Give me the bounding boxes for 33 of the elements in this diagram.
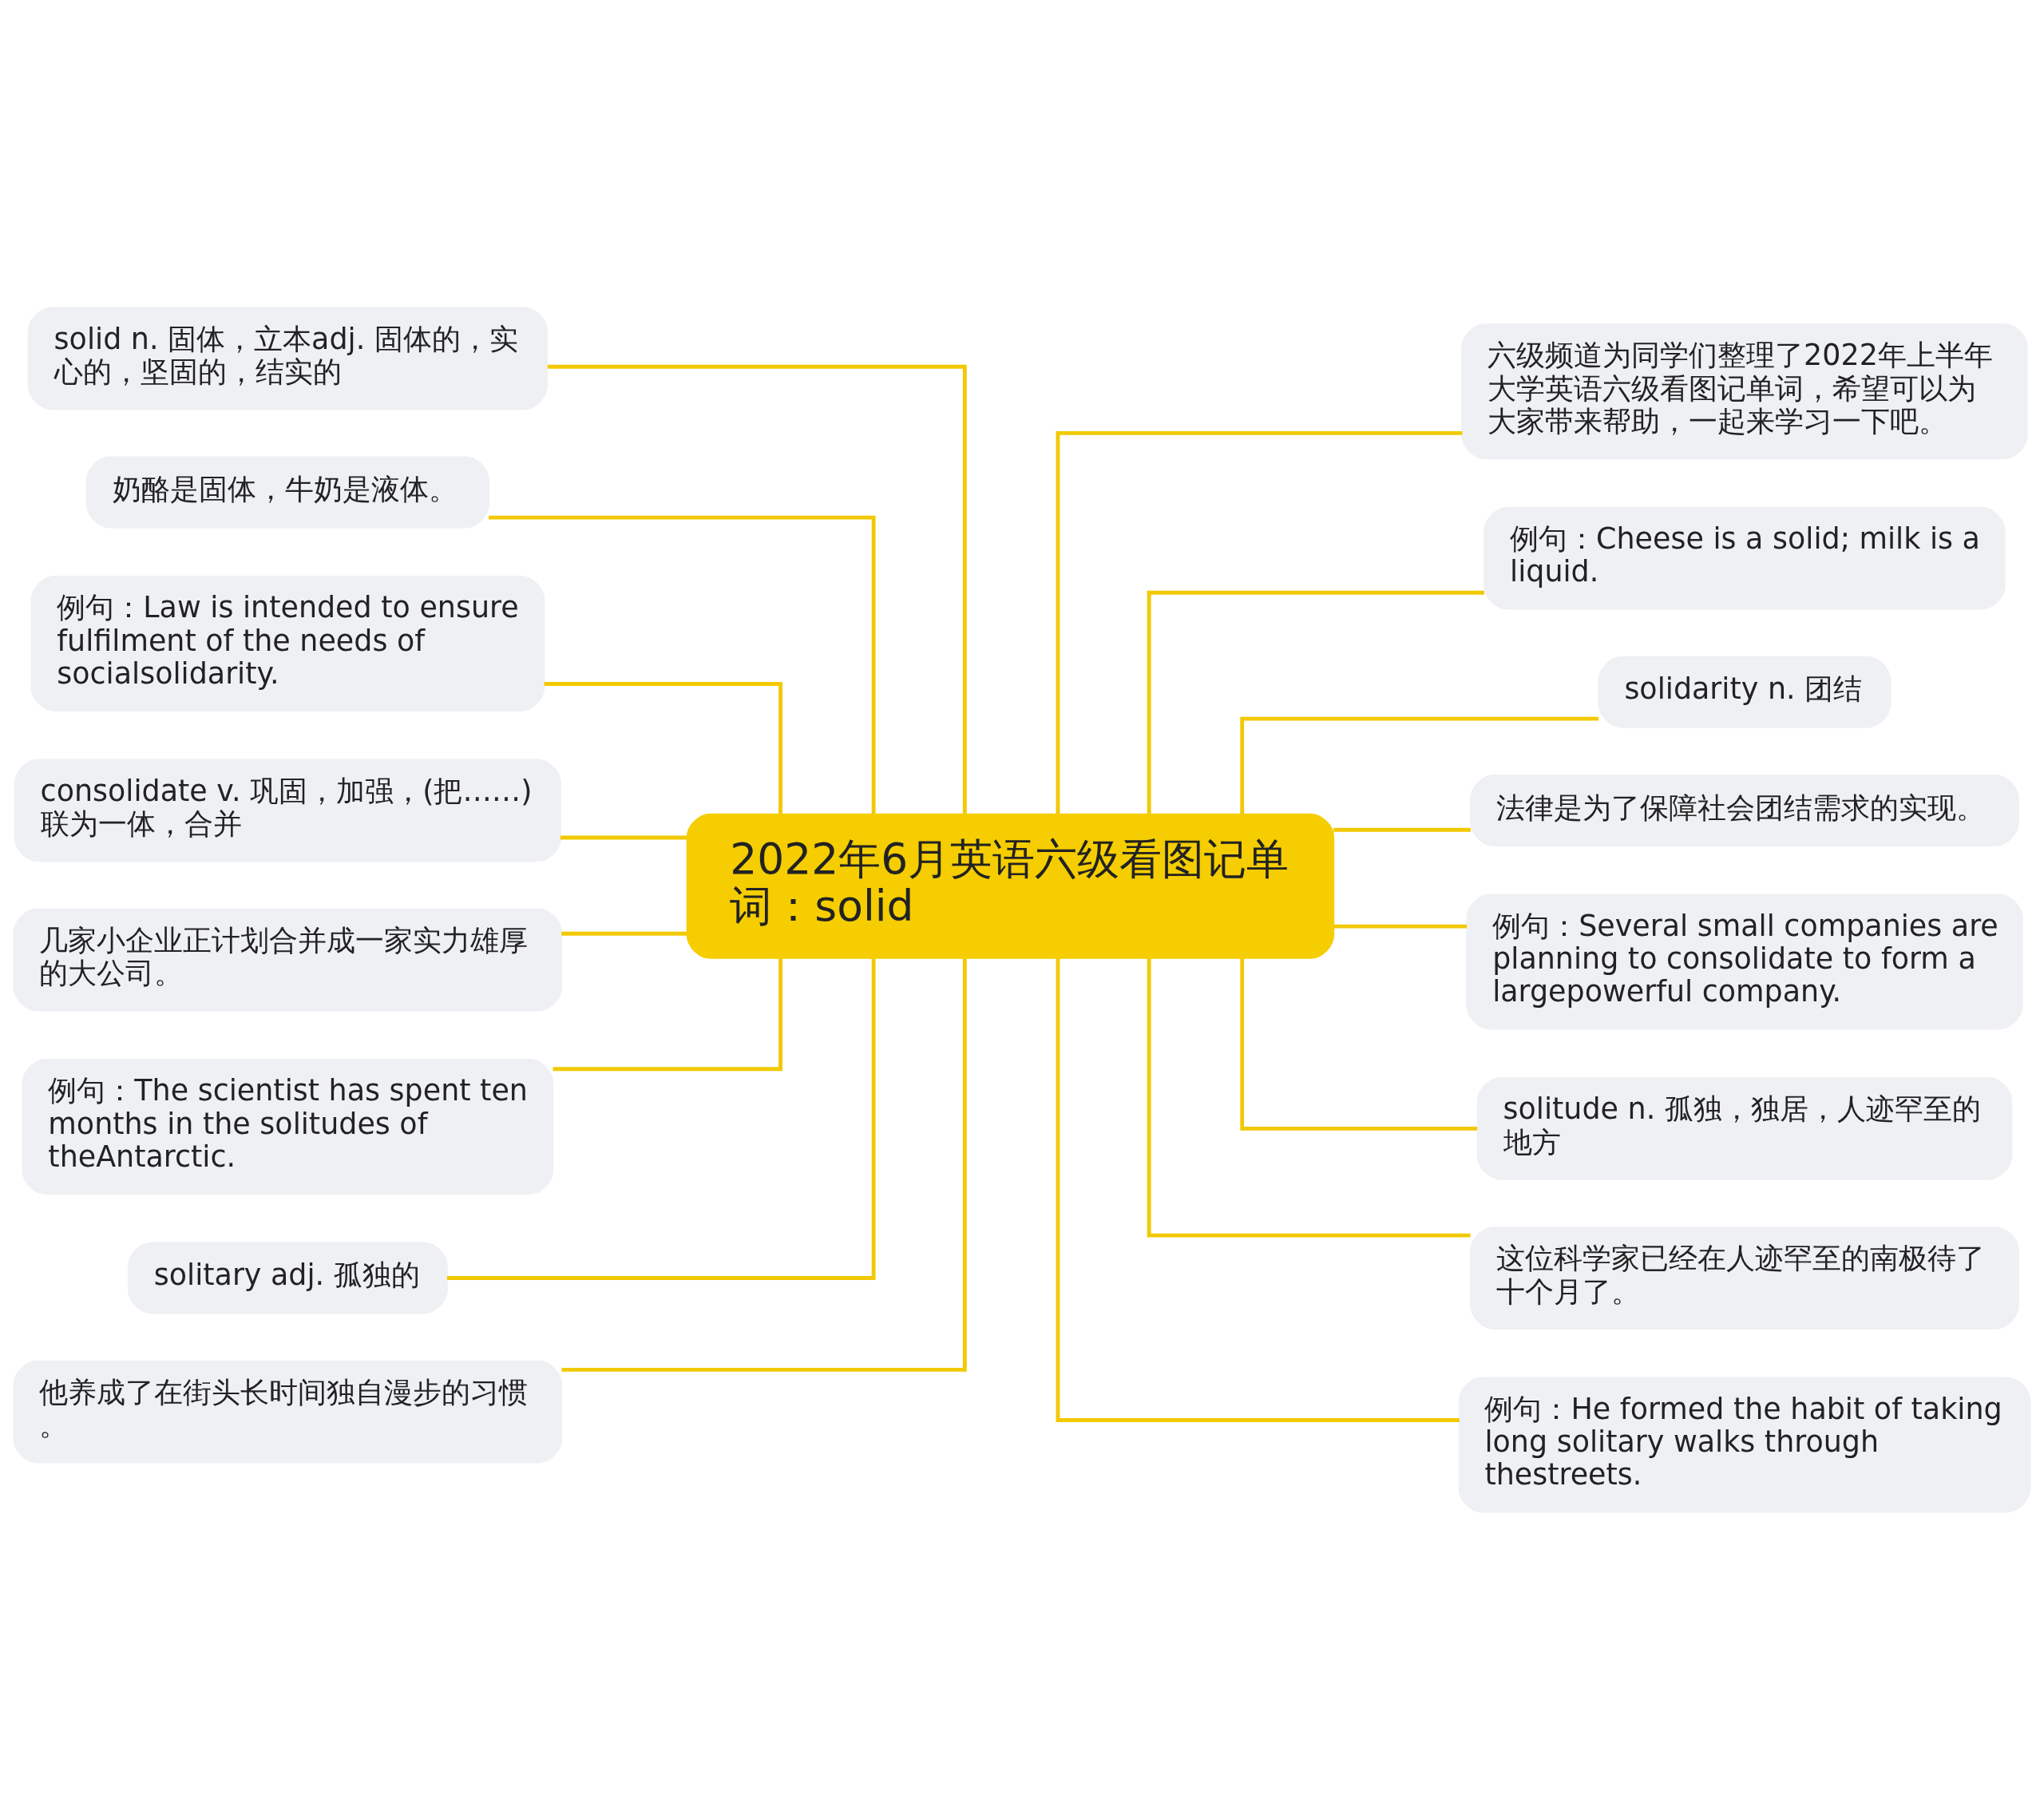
connector [561,931,687,936]
node-box: 例句：Several small companies are planning to consolidate to form a largepowerful company. [1466,893,2023,1030]
node-box: solitary adj. 孤独的 [127,1242,448,1314]
node-box: 例句：Cheese is a solid; milk is a liquid. [1483,506,2006,610]
node-box: 例句：Law is intended to ensure fulfilment of the needs of socialsolidarity. [30,575,545,711]
node-box: solidarity n. 团结 [1598,656,1891,728]
connector [1333,924,1468,929]
node-box: 奶酪是固体，牛奶是液体。 [85,456,490,528]
connector [560,835,687,839]
connector [547,364,967,814]
node-box: solid n. 固体，立本adj. 固体的，实心的，坚固的，结实的 [27,307,548,410]
node-box: 这位科学家已经在人迹罕至的南极待了十个月了。 [1470,1226,2019,1330]
node-box: consolidate v. 巩固，加强，(把……)联为一体，合并 [14,759,561,862]
connector [1147,590,1484,814]
connector [1333,827,1471,832]
connector [544,681,782,814]
node-box: 他养成了在街头长时间独自漫步的习惯。 [13,1360,563,1464]
connector [1147,957,1471,1237]
connector [561,957,967,1372]
connector [553,957,782,1071]
node-box: solitude n. 孤独，独居，人迹罕至的地方 [1476,1076,2013,1180]
node-box: 例句：He formed the habit of taking long solitary walks through thestreets. [1458,1376,2031,1512]
connector [446,957,876,1280]
node-box: 2022年6月英语六级看图记单词：solid [686,813,1335,959]
connector [488,515,876,814]
node-box: 六级频道为同学们整理了2022年上半年大学英语六级看图记单词，希望可以为大家带来帮助，一起来学习一下吧。 [1461,323,2028,459]
node-box: 例句：The scientist has spent ten months in the solitudes of theAntarctic. [22,1058,554,1195]
connector [1056,957,1460,1422]
connector [1240,957,1478,1131]
node-box: 法律是为了保障社会团结需求的实现。 [1470,774,2019,846]
connector [1240,716,1599,814]
node-box: 几家小企业正计划合并成一家实力雄厚的大公司。 [13,908,563,1011]
connector [1056,430,1463,814]
